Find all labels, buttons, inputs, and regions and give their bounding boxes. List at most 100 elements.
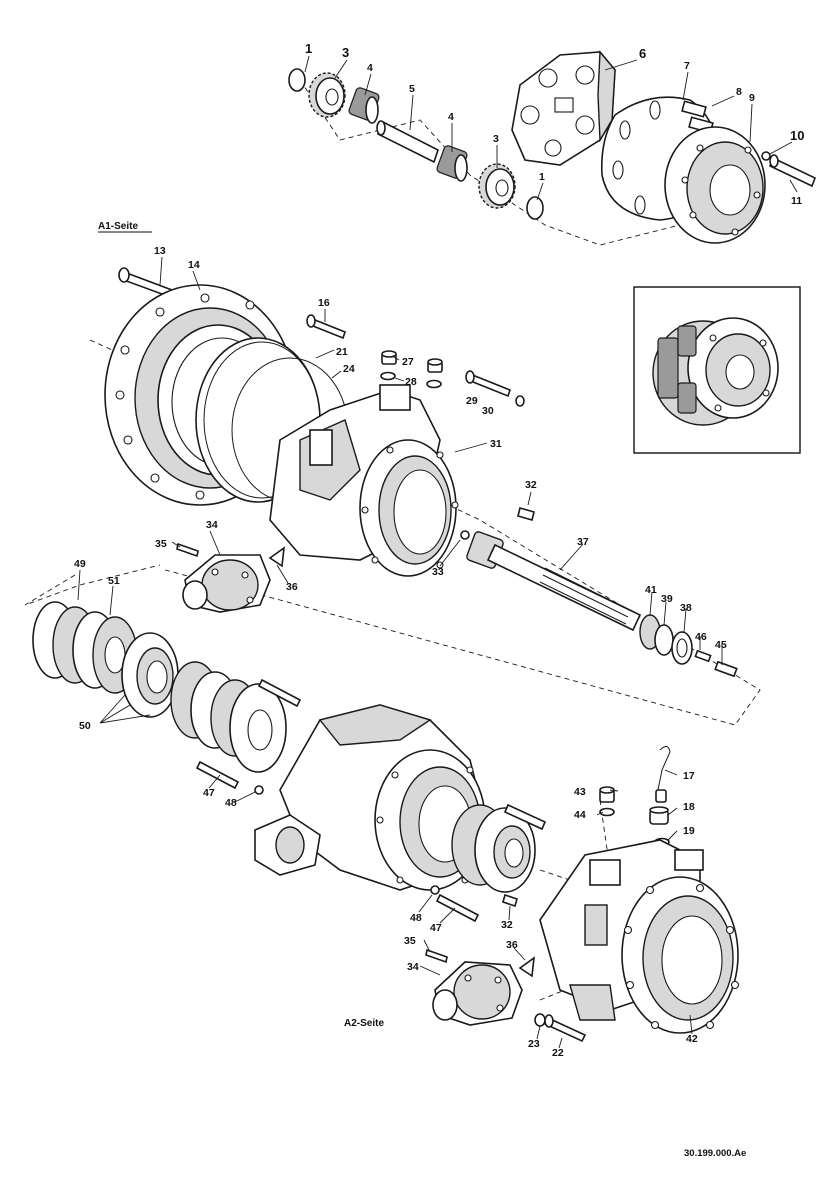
callout-28: 28 xyxy=(405,376,417,388)
brake-unit-34a xyxy=(182,554,271,613)
planet-gear-3a xyxy=(308,72,346,118)
ring-48a xyxy=(254,785,264,795)
callout-1a: 1 xyxy=(305,41,312,56)
washer-23 xyxy=(534,1013,546,1027)
callout-8: 8 xyxy=(736,86,742,98)
callout-44: 44 xyxy=(574,809,586,821)
cone-36a xyxy=(268,546,285,568)
pin-46 xyxy=(694,649,712,663)
bolt-11 xyxy=(768,154,817,188)
assembly-line xyxy=(299,79,701,246)
leader-lines xyxy=(77,55,798,1049)
callout-34b: 34 xyxy=(407,961,419,973)
clutch-hub-50 xyxy=(121,632,179,718)
callout-32b: 32 xyxy=(501,919,513,931)
callout-29: 29 xyxy=(466,395,478,407)
callout-16: 16 xyxy=(318,297,330,309)
bolt-22 xyxy=(543,1014,587,1043)
axle-housing-42 xyxy=(539,839,740,1034)
drive-shaft-37 xyxy=(460,530,642,632)
callout-35b: 35 xyxy=(404,935,416,947)
callout-14: 14 xyxy=(188,259,200,271)
needle-bearing-4b xyxy=(436,145,468,182)
callout-43: 43 xyxy=(574,786,586,798)
callout-36a: 36 xyxy=(286,581,298,593)
callout-50: 50 xyxy=(79,720,91,732)
pin-47b xyxy=(435,893,480,923)
washer-30 xyxy=(515,395,525,407)
ball-33 xyxy=(460,530,470,540)
callout-42: 42 xyxy=(686,1033,698,1045)
inset-assembled-view xyxy=(633,286,801,454)
callout-18: 18 xyxy=(683,801,695,813)
seal-44 xyxy=(599,807,615,817)
callout-7: 7 xyxy=(684,60,690,72)
callout-6: 6 xyxy=(639,46,646,61)
a1-side-label: A1-Seite xyxy=(98,221,138,232)
cone-36b xyxy=(518,956,535,978)
a1-side-label-group: A1-Seite xyxy=(98,221,152,233)
screw-35b xyxy=(425,948,448,964)
callout-24: 24 xyxy=(343,363,355,375)
callout-13: 13 xyxy=(154,245,166,257)
callout-51: 51 xyxy=(108,575,120,587)
planet-gear-3b xyxy=(478,163,516,209)
pin-47a xyxy=(195,760,240,790)
plug-27b xyxy=(427,358,443,373)
callout-33: 33 xyxy=(432,566,444,578)
callout-1b: 1 xyxy=(539,171,545,183)
callout-31: 31 xyxy=(490,438,502,450)
callout-10: 10 xyxy=(790,128,804,143)
pin-45 xyxy=(714,660,738,678)
callout-21: 21 xyxy=(336,346,348,358)
axle-housing-31 xyxy=(269,384,459,577)
brake-unit-34b xyxy=(432,961,523,1026)
pin-47-upper xyxy=(503,803,547,831)
dipstick-17 xyxy=(655,746,671,803)
callout-3a: 3 xyxy=(342,45,349,60)
callout-22: 22 xyxy=(552,1047,564,1059)
a2-side-label: A2-Seite xyxy=(344,1018,384,1029)
callout-numbers: 1 3 4 5 4 3 1 6 7 8 9 10 11 13 14 16 21 … xyxy=(74,41,804,1059)
planetary-gear-set xyxy=(288,50,817,246)
callout-23: 23 xyxy=(528,1038,540,1050)
callout-46: 46 xyxy=(695,631,707,643)
callout-30: 30 xyxy=(482,405,494,417)
snap-ring-1a xyxy=(288,68,306,92)
clutch-discs-49-51 xyxy=(32,601,138,694)
callout-37: 37 xyxy=(577,536,589,548)
planet-carrier-6 xyxy=(511,50,616,166)
ring-48b xyxy=(430,885,440,895)
pin-47a2 xyxy=(257,678,302,708)
callout-17: 17 xyxy=(683,770,695,782)
plug-43 xyxy=(599,786,615,803)
callout-27: 27 xyxy=(402,356,414,368)
callout-19: 19 xyxy=(683,825,695,837)
differential-housing xyxy=(254,704,489,891)
seal-28a xyxy=(380,371,396,381)
brake-disc-assembly xyxy=(451,804,536,893)
callout-34a: 34 xyxy=(206,519,218,531)
clutch-bracket-line xyxy=(24,564,161,606)
vent-plug-32b xyxy=(502,893,518,908)
callout-32a: 32 xyxy=(525,479,537,491)
callout-11: 11 xyxy=(791,195,802,207)
bolt-16 xyxy=(306,314,346,340)
callout-48a: 48 xyxy=(225,797,237,809)
callout-4b: 4 xyxy=(448,111,454,123)
seal-39 xyxy=(654,624,674,656)
bolt-29 xyxy=(465,370,511,398)
snap-ring-1b xyxy=(526,196,544,220)
callout-47a: 47 xyxy=(203,787,215,799)
hub-carrier-9 xyxy=(664,126,766,244)
callout-3b: 3 xyxy=(493,133,499,145)
callout-4a: 4 xyxy=(367,62,373,74)
callout-36b: 36 xyxy=(506,939,518,951)
callout-41: 41 xyxy=(645,584,657,596)
callout-48b: 48 xyxy=(410,912,422,924)
vent-plug-32a xyxy=(517,507,535,521)
callout-35a: 35 xyxy=(155,538,167,550)
washer-10 xyxy=(761,151,771,161)
callout-5: 5 xyxy=(409,83,415,95)
